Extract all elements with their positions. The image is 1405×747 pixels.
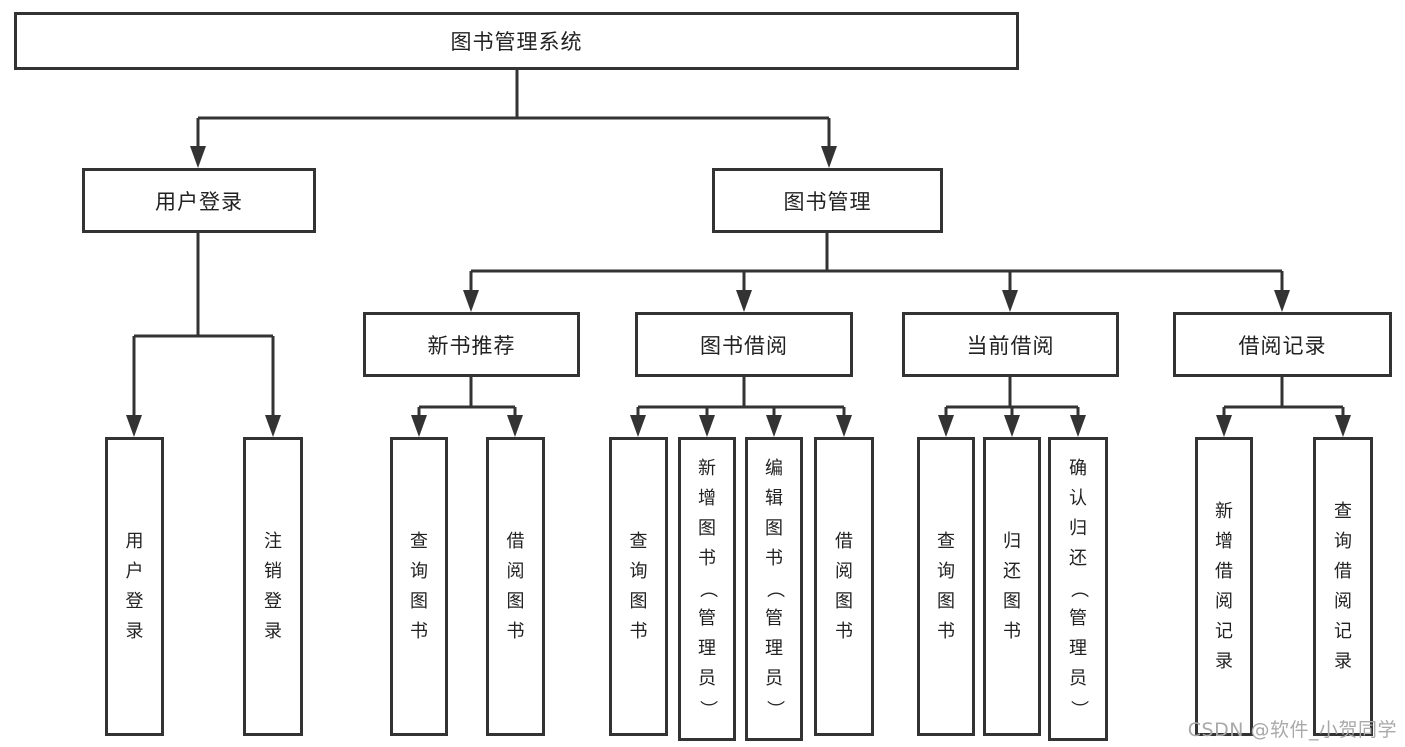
- leaf-borrow-books-recommend: 借阅图书: [486, 437, 545, 736]
- leaf-logout: 注销登录: [243, 437, 303, 736]
- connector-root: [196, 70, 831, 148]
- connector-borrow-record: [1222, 377, 1345, 417]
- leaf-return-books: 归还图书: [983, 437, 1041, 736]
- node-root: 图书管理系统: [14, 12, 1019, 70]
- node-book-management: 图书管理: [712, 168, 943, 233]
- connector-new-book-rec: [417, 377, 517, 417]
- leaf-edit-book-admin: 编辑图书（管理员）: [745, 437, 803, 741]
- connector-book-management: [469, 233, 1284, 292]
- csdn-watermark: CSDN @软件_小贺同学: [1187, 719, 1397, 741]
- leaf-query-books-recommend: 查询图书: [390, 437, 448, 736]
- leaf-query-books-borrow: 查询图书: [609, 437, 668, 736]
- leaf-borrow-books: 借阅图书: [814, 437, 874, 736]
- connector-book-borrow: [636, 377, 846, 417]
- leaf-query-books-current: 查询图书: [917, 437, 975, 736]
- leaf-add-borrow-record: 新增借阅记录: [1195, 437, 1253, 736]
- node-borrow-record: 借阅记录: [1173, 312, 1392, 377]
- node-user-login: 用户登录: [82, 168, 316, 233]
- node-current-borrow: 当前借阅: [902, 312, 1119, 377]
- node-new-book-recommend: 新书推荐: [363, 312, 580, 377]
- node-book-borrow: 图书借阅: [635, 312, 853, 377]
- leaf-query-borrow-record: 查询借阅记录: [1313, 437, 1373, 736]
- connector-user-login: [132, 233, 275, 417]
- leaf-user-login: 用户登录: [105, 437, 164, 736]
- leaf-add-book-admin: 新增图书（管理员）: [678, 437, 736, 741]
- leaf-confirm-return-admin: 确认归还（管理员）: [1048, 437, 1108, 741]
- arrowheads: [126, 146, 1351, 437]
- connector-current-borrow: [944, 377, 1080, 417]
